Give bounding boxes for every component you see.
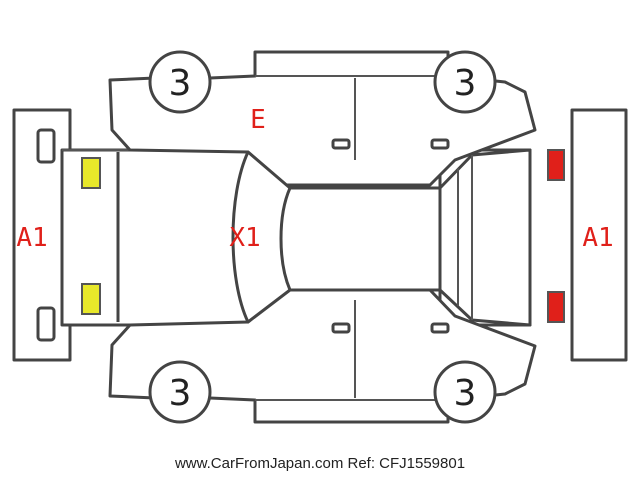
wheel-rear-left: 3 bbox=[433, 50, 497, 114]
rear-light-top bbox=[547, 149, 565, 181]
car-side-bottom bbox=[108, 288, 537, 424]
front-light-top bbox=[81, 157, 101, 189]
front-bumper bbox=[12, 108, 72, 362]
car-side-top bbox=[108, 50, 537, 187]
reference-footer: www.CarFromJapan.com Ref: CFJ1559801 bbox=[174, 455, 466, 472]
front-light-bottom bbox=[81, 283, 101, 315]
rear-light-bottom bbox=[547, 291, 565, 323]
front-bumper-code: A1 bbox=[16, 223, 47, 253]
wheel-front-right: 3 bbox=[148, 360, 212, 424]
cabin-roof bbox=[231, 148, 532, 327]
rear-bumper bbox=[570, 108, 628, 362]
wheel-rear-left-code: 3 bbox=[454, 63, 477, 104]
roof-code: X1 bbox=[229, 223, 260, 253]
rear-bumper-code: A1 bbox=[582, 223, 613, 253]
wheel-rear-right: 3 bbox=[433, 360, 497, 424]
left-front-panel-code: E bbox=[250, 105, 266, 135]
wheel-rear-right-code: 3 bbox=[454, 373, 477, 414]
wheel-front-right-code: 3 bbox=[169, 373, 192, 414]
wheel-front-left-code: 3 bbox=[169, 63, 192, 104]
wheel-front-left: 3 bbox=[148, 50, 212, 114]
